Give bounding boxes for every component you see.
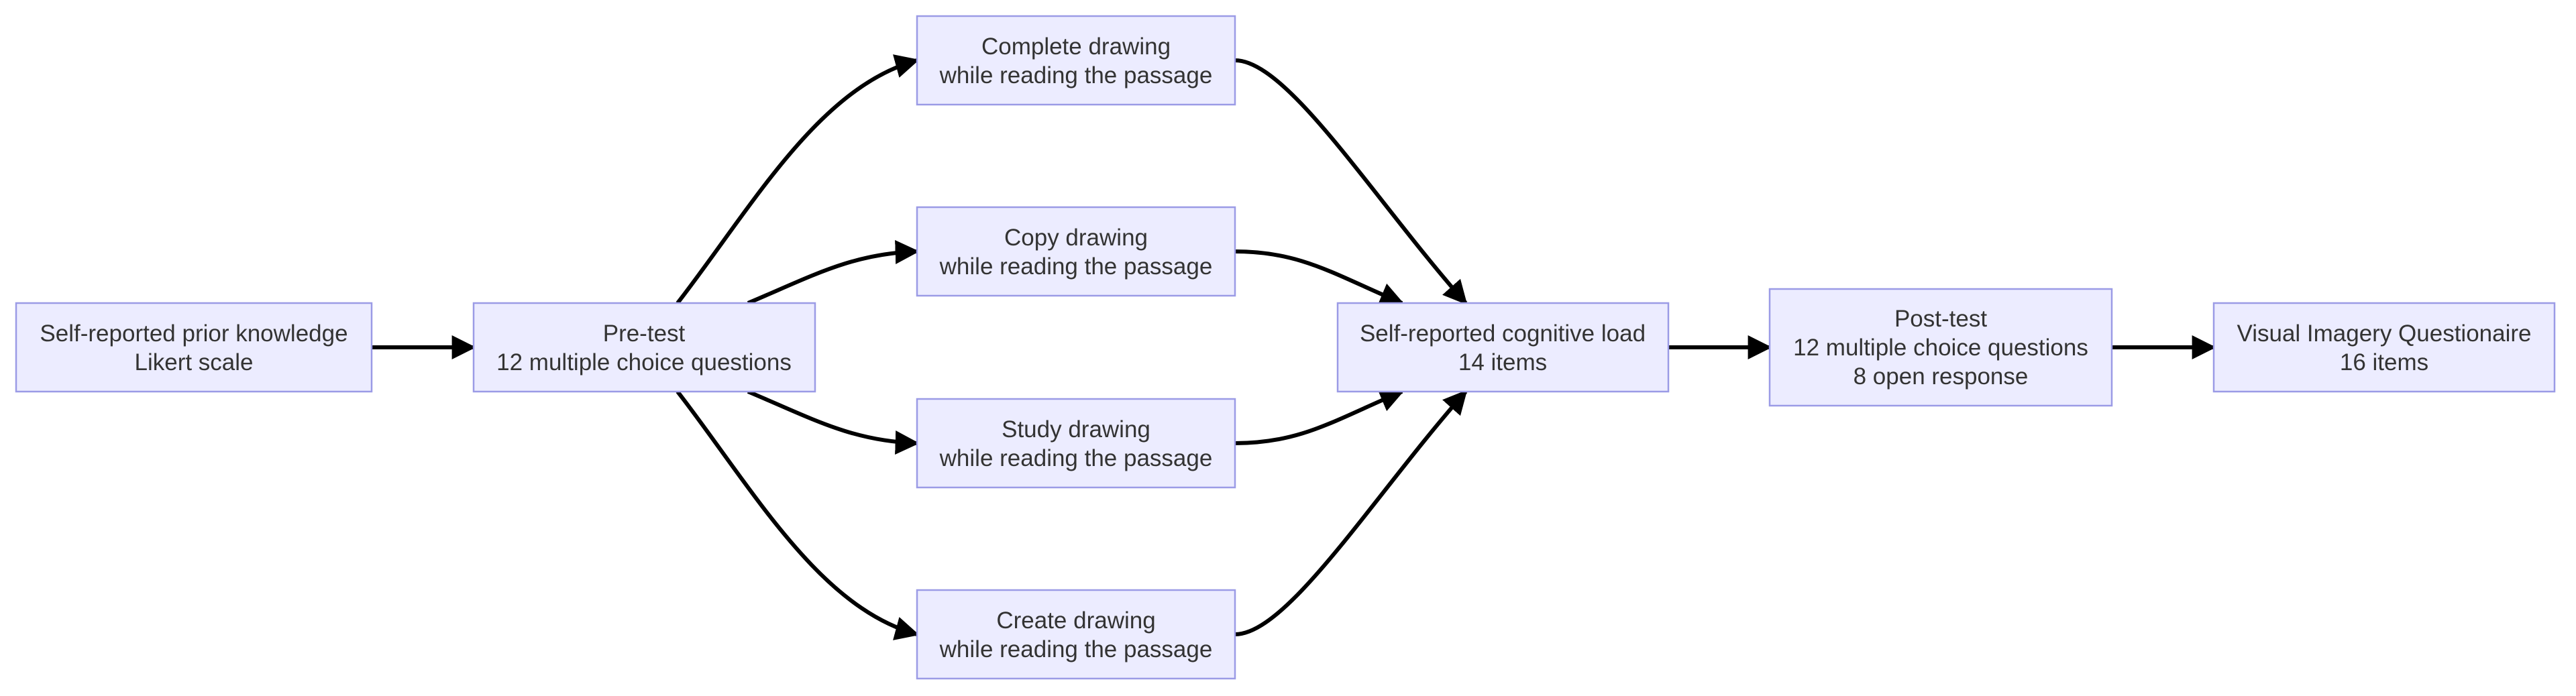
node-box: [916, 398, 1236, 489]
node-label-line: while reading the passage: [939, 253, 1213, 280]
node-box: [916, 206, 1236, 297]
node-box: [15, 302, 373, 393]
node-label-line: Self-reported cognitive load: [1360, 321, 1646, 347]
edge-pretest-to-complete: [676, 54, 920, 304]
node-label-line: Visual Imagery Questionaire: [2237, 321, 2531, 347]
edge-pretest-to-copy: [747, 240, 920, 305]
edge-study-to-load: [1234, 388, 1405, 445]
node-label-line: while reading the passage: [939, 636, 1213, 662]
node-label-line: Create drawing: [996, 607, 1155, 634]
node-label-line: 14 items: [1458, 349, 1547, 375]
node-label-line: Copy drawing: [1004, 225, 1148, 251]
node-cognitive-load: Self-reported cognitive load 14 items: [1336, 302, 1670, 393]
node-label-line: Pre-test: [603, 321, 686, 347]
edge-create-to-load: [1234, 390, 1468, 636]
node-box: [1768, 288, 2113, 407]
node-label-line: 12 multiple choice questions: [1793, 335, 2088, 361]
node-box: [472, 302, 816, 393]
node-box: [2212, 302, 2556, 393]
node-label-line: Complete drawing: [981, 34, 1171, 60]
edge-pretest-to-create: [676, 390, 920, 640]
edge-copy-to-load: [1234, 249, 1405, 306]
node-label-line: 12 multiple choice questions: [496, 349, 792, 375]
node-label-line: Likert scale: [134, 349, 253, 375]
node-label-line: Study drawing: [1002, 416, 1150, 443]
node-post-test: Post-test 12 multiple choice questions 8…: [1768, 288, 2113, 407]
node-study-drawing: Study drawing while reading the passage: [916, 398, 1236, 489]
node-complete-drawing: Complete drawing while reading the passa…: [916, 15, 1236, 106]
node-label-line: 8 open response: [1854, 363, 2029, 390]
node-label-line: Post-test: [1894, 306, 1987, 332]
node-prior-knowledge: Self-reported prior knowledge Likert sca…: [15, 302, 373, 393]
node-box: [916, 589, 1236, 680]
node-box: [1336, 302, 1670, 393]
node-label-line: Self-reported prior knowledge: [40, 321, 347, 347]
edge-pretest-to-study: [747, 390, 920, 455]
node-label-line: while reading the passage: [939, 445, 1213, 471]
node-pre-test: Pre-test 12 multiple choice questions: [472, 302, 816, 393]
node-create-drawing: Create drawing while reading the passage: [916, 589, 1236, 680]
node-visual-imagery-questionnaire: Visual Imagery Questionaire 16 items: [2212, 302, 2556, 393]
edge-complete-to-load: [1234, 58, 1468, 305]
node-label-line: while reading the passage: [939, 62, 1213, 89]
node-box: [916, 15, 1236, 106]
edges: [372, 54, 2216, 640]
node-copy-drawing: Copy drawing while reading the passage: [916, 206, 1236, 297]
node-label-line: 16 items: [2340, 349, 2428, 375]
